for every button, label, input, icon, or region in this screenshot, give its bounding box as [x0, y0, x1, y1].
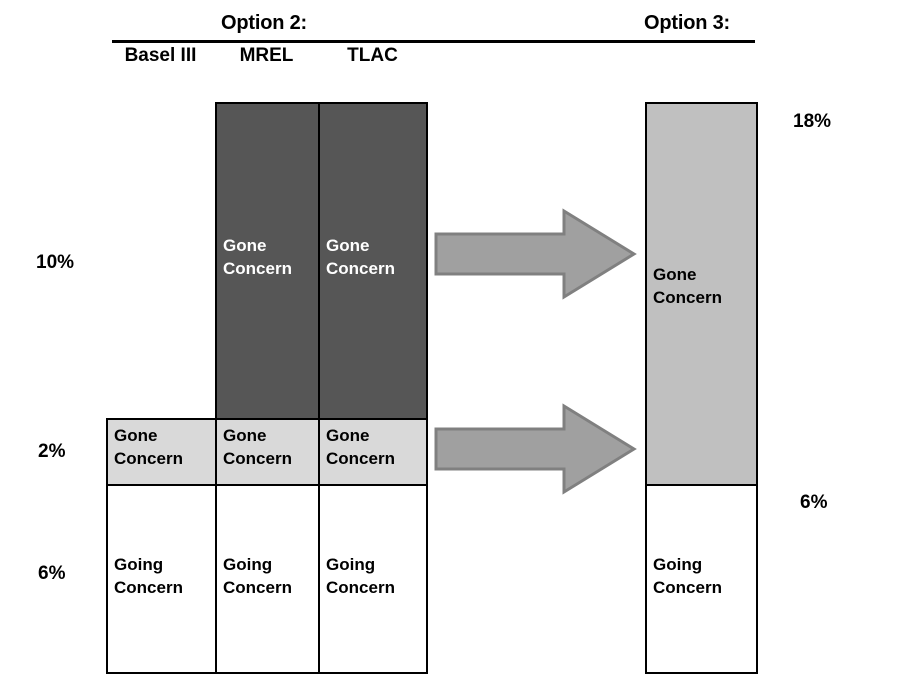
- option-2-title: Option 2:: [221, 12, 307, 34]
- segment-mrel-gone-concern[interactable]: Gone Concern: [215, 418, 320, 486]
- segment-option3-going-concern[interactable]: Going Concern: [645, 484, 758, 674]
- arrow-right-icon-bottom: [434, 403, 637, 495]
- column-header-tlac: TLAC: [347, 45, 398, 66]
- segment-label-line2: Concern: [223, 259, 292, 278]
- segment-label-line1: Gone: [326, 426, 370, 445]
- segment-option3-gone-concern[interactable]: Gone Concern: [645, 102, 758, 486]
- option-3-title: Option 3:: [644, 12, 730, 34]
- arrow-right-icon-top: [434, 208, 637, 300]
- segment-label-line2: Concern: [114, 578, 183, 597]
- segment-tlac-gone-concern[interactable]: Gone Concern: [318, 418, 428, 486]
- segment-label-line2: Concern: [326, 449, 395, 468]
- segment-label-line1: Going: [653, 555, 703, 574]
- segment-label-line2: Concern: [326, 578, 395, 597]
- axis-label-left-2-percent: 2%: [38, 441, 66, 462]
- segment-label-line1: Gone: [653, 265, 697, 284]
- axis-label-left-6-percent: 6%: [38, 563, 66, 584]
- segment-mrel-going-concern[interactable]: Going Concern: [215, 484, 320, 674]
- column-header-basel-iii: Basel III: [124, 45, 197, 66]
- header-divider-rule: [112, 40, 755, 43]
- axis-label-left-10-percent: 10%: [36, 252, 75, 273]
- segment-label-line2: Concern: [114, 449, 183, 468]
- segment-basel-going-concern[interactable]: Going Concern: [106, 484, 217, 674]
- segment-tlac-going-concern[interactable]: Going Concern: [318, 484, 428, 674]
- segment-label-line2: Concern: [223, 578, 292, 597]
- axis-label-right-6-percent: 6%: [800, 492, 828, 513]
- segment-label-line2: Concern: [326, 259, 395, 278]
- segment-label-line1: Gone: [326, 236, 370, 255]
- segment-label-line1: Going: [326, 555, 376, 574]
- segment-label-line1: Going: [223, 555, 273, 574]
- segment-label-line2: Concern: [653, 288, 722, 307]
- segment-label-line1: Gone: [223, 236, 267, 255]
- segment-label-line1: Gone: [114, 426, 158, 445]
- segment-label-line2: Concern: [223, 449, 292, 468]
- segment-label-line1: Going: [114, 555, 164, 574]
- segment-tlac-gone-concern-additional[interactable]: Gone Concern: [318, 102, 428, 420]
- segment-mrel-gone-concern-additional[interactable]: Gone Concern: [215, 102, 320, 420]
- segment-basel-gone-concern[interactable]: Gone Concern: [106, 418, 217, 486]
- column-header-mrel: MREL: [239, 45, 294, 66]
- segment-label-line1: Gone: [223, 426, 267, 445]
- axis-label-right-18-percent: 18%: [793, 111, 832, 132]
- segment-label-line2: Concern: [653, 578, 722, 597]
